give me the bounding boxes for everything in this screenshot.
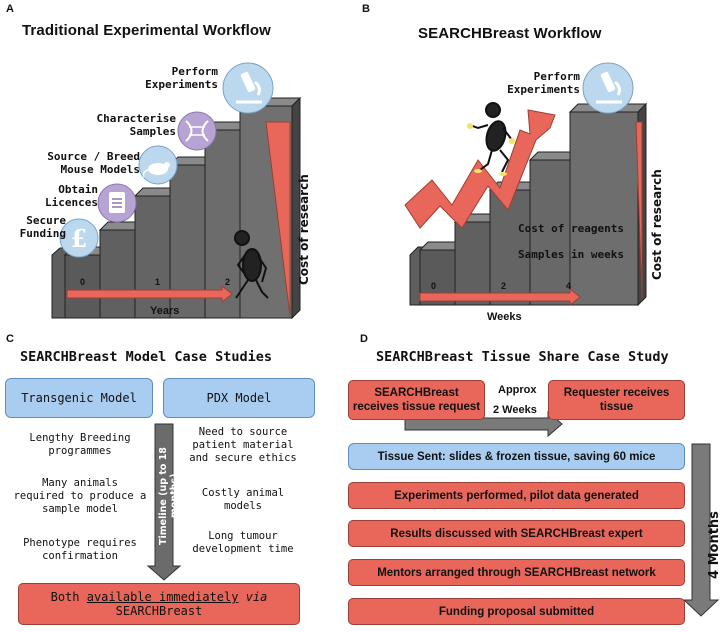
approx-label: Approx: [498, 384, 537, 396]
via-word: via: [245, 590, 268, 604]
step-secure-funding: Secure Funding: [4, 214, 66, 240]
panel-a-title: Traditional Experimental Workflow: [22, 22, 271, 39]
requester-receives-box: Requester receives tissue: [548, 380, 685, 420]
receives-request-box: SEARCHBreast receives tissue request: [348, 380, 485, 420]
step-characterise-label: Characterise Samples: [96, 112, 176, 138]
thinking-person-a: [234, 230, 269, 299]
svg-text:£: £: [71, 224, 88, 253]
running-person-b: [467, 102, 515, 176]
step-secure-funding-label: Secure Funding: [19, 214, 66, 240]
transgenic-item-2: Many animals required to produce a sampl…: [13, 477, 147, 515]
step-characterise: Characterise Samples: [80, 112, 176, 138]
axis-label-years: Years: [150, 305, 180, 317]
clipboard-icon: [97, 183, 137, 223]
step-perform-a: Perform Experiments: [130, 65, 218, 91]
panel-d-title: SEARCHBreast Tissue Share Case Study: [376, 349, 669, 365]
tick-a-2: 2: [225, 277, 231, 287]
axis-label-weeks: Weeks: [487, 311, 522, 323]
pdx-model-box: PDX Model: [163, 378, 315, 418]
experiments-performed-box: Experiments performed, pilot data genera…: [348, 482, 685, 509]
panel-b-title: SEARCHBreast Workflow: [418, 25, 602, 42]
tick-a-1: 1: [155, 277, 161, 287]
mouse-icon: [138, 145, 178, 185]
step-source-breed-label: Source / Breed Mouse Models: [47, 150, 140, 176]
microscope-icon-b: [582, 62, 634, 114]
years-arrow-a: [66, 284, 233, 304]
four-months-arrow: [682, 443, 720, 617]
tick-a-0: 0: [80, 277, 86, 287]
dna-icon: [177, 111, 217, 151]
both-available-pre: Both: [50, 590, 87, 604]
panel-c-title: SEARCHBreast Model Case Studies: [20, 349, 272, 365]
panel-b-letter: B: [362, 3, 370, 15]
four-months-label: 4 Months: [707, 511, 722, 579]
pdx-item-1: Need to source patient material and secu…: [189, 426, 297, 464]
cost-of-reagents: Cost of reagents: [518, 222, 624, 235]
funding-proposal-box: Funding proposal submitted: [348, 598, 685, 625]
microscope-icon-a: [222, 62, 274, 114]
cost-triangle-a: [265, 121, 291, 317]
both-available-box: Both available immediately via SEARCHBre…: [18, 583, 300, 625]
step-obtain-licences-label: Obtain Licences: [45, 183, 98, 209]
transgenic-model-box: Transgenic Model: [5, 378, 153, 418]
available-immediately: available immediately: [86, 590, 239, 604]
transgenic-item-1: Lengthy Breeding programmes: [29, 432, 131, 457]
tick-b-0: 0: [431, 281, 437, 291]
tissue-sent-box: Tissue Sent: slides & frozen tissue, sav…: [348, 443, 685, 470]
pdx-item-2: Costly animal models: [201, 487, 285, 512]
results-discussed-box: Results discussed with SEARCHBreast expe…: [348, 520, 685, 547]
both-available-line: Both available immediately via: [51, 590, 268, 604]
panel-c-letter: C: [6, 333, 14, 345]
transgenic-item-3: Phenotype requires confirmation: [23, 537, 137, 562]
step-perform-a-label: Perform Experiments: [145, 65, 218, 91]
searchbreast-line: SEARCHBreast: [115, 604, 203, 618]
step-perform-b-label: Perform Experiments: [507, 70, 580, 96]
step-perform-b: Perform Experiments: [490, 70, 580, 96]
tick-b-2: 2: [501, 281, 507, 291]
panel-d-letter: D: [360, 333, 368, 345]
step-obtain-licences: Obtain Licences: [8, 183, 98, 209]
samples-in-weeks: Samples in weeks: [518, 248, 624, 261]
pdx-item-3: Long tumour development time: [192, 530, 294, 555]
panel-a-letter: A: [6, 3, 14, 15]
cost-triangle-b: [635, 121, 643, 301]
two-weeks-label: 2 Weeks: [493, 404, 537, 416]
mentors-arranged-box: Mentors arranged through SEARCHBreast ne…: [348, 559, 685, 586]
step-source-breed: Source / Breed Mouse Models: [24, 150, 140, 176]
pound-icon: £: [59, 218, 99, 258]
weeks-arrow-b: [419, 287, 581, 307]
tick-b-4: 4: [566, 281, 572, 291]
